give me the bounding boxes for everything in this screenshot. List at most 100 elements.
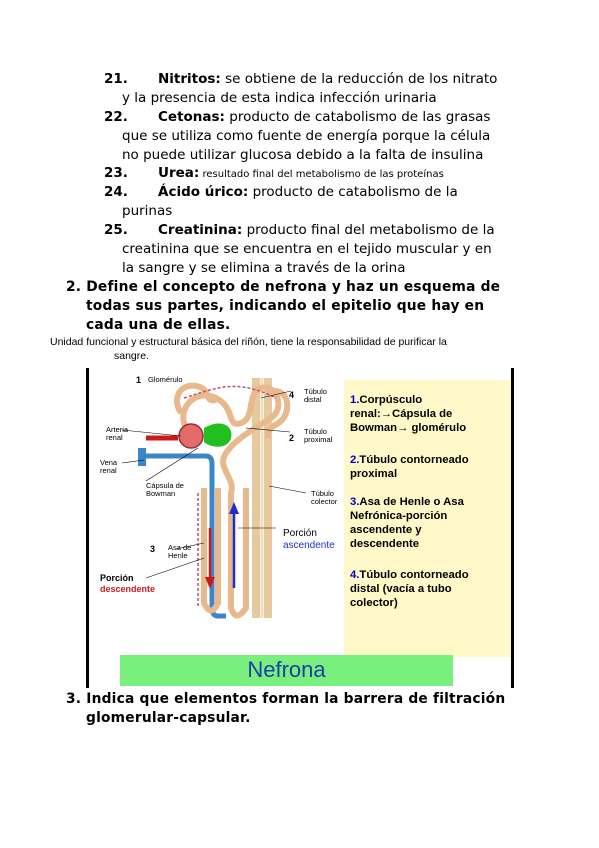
figure-label-num-4: 4 xyxy=(289,390,295,400)
legend-line: Asa de Henle o Asa xyxy=(359,496,464,508)
item-text: se obtiene de la reducción de los nitrat… xyxy=(220,71,498,87)
figure-label-arteria-renal: Arteria renal xyxy=(106,426,128,442)
item-term: Ácido úrico: xyxy=(158,184,249,200)
label-line: colector xyxy=(311,497,338,506)
label-line: Túbulo xyxy=(304,427,327,436)
item-term: Urea: xyxy=(158,165,200,181)
question-2-line2: todas sus partes, indicando el epitelio … xyxy=(86,298,485,314)
item-text-cont: creatinina que se encuentra en el tejido… xyxy=(122,241,492,257)
legend-line: distal (vacía a tubo xyxy=(350,583,452,595)
figure-label-porcion-ascendente: Porción ascendente xyxy=(283,528,335,552)
label-line: Túbulo xyxy=(304,387,327,396)
label-line: Porción xyxy=(100,573,134,583)
legend-line: proximal xyxy=(350,468,398,480)
item-number: 24. xyxy=(104,184,128,200)
answer-2: Unidad funcional y estructural básica de… xyxy=(50,335,520,363)
legend-number: 4. xyxy=(350,569,360,581)
nephron-illustration xyxy=(121,378,307,619)
legend-line: Nefrónica-porción xyxy=(350,510,448,522)
answer-2-line2: sangre. xyxy=(114,350,150,362)
label-line: proximal xyxy=(304,435,333,444)
label-line: Arteria xyxy=(106,425,129,434)
question-2-line3: cada una de ellas. xyxy=(86,317,231,333)
proximal-tubule-shape xyxy=(180,384,282,619)
question-3: 3. Indica que elementos forman la barrer… xyxy=(50,690,520,728)
item-number: 25. xyxy=(104,222,128,238)
item-term: Nitritos: xyxy=(158,71,221,87)
label-line: distal xyxy=(304,395,322,404)
renal-vein-shape xyxy=(144,453,226,619)
item-text: resultado final del metabolismo de las p… xyxy=(199,169,444,180)
label-line: Porción xyxy=(283,528,317,539)
item-text-cont: que se utiliza como fuente de energía po… xyxy=(122,128,491,144)
legend-item-3: 3.Asa de Henle o Asa Nefrónica-porción a… xyxy=(350,495,464,551)
figure-label-tubulo-colector: Túbulo colector xyxy=(311,490,337,506)
figure-label-num-1: 1 xyxy=(136,375,142,385)
label-line: Vena xyxy=(100,458,118,467)
question-2: 2. Define el concepto de nefrona y haz u… xyxy=(50,278,520,335)
legend-number: 3. xyxy=(350,496,360,508)
figure-label-vena-renal: Vena renal xyxy=(100,459,117,475)
label-line: Asa de xyxy=(168,543,192,552)
figure-label-tubulo-proximal: Túbulo proximal xyxy=(304,428,332,444)
label-line: Bowman xyxy=(146,489,176,498)
label-line: ascendente xyxy=(283,540,335,551)
question-2-line1: 2. Define el concepto de nefrona y haz u… xyxy=(66,279,501,295)
figure-label-capsula-bowman: Cápsula de Bowman xyxy=(146,482,184,498)
list-item-23: 23. Urea: resultado final del metabolismo… xyxy=(104,164,524,184)
legend-line: Corpúsculo xyxy=(359,394,423,406)
item-term: Cetonas: xyxy=(158,109,225,125)
list-item-22: 22. Cetonas: producto de catabolismo de l… xyxy=(104,108,524,165)
label-line: renal xyxy=(100,466,117,475)
item-text-cont: y la presencia de esta indica infección … xyxy=(122,90,437,106)
figure-label-num-2: 2 xyxy=(289,433,295,443)
item-text: producto final del metabolismo de la xyxy=(242,222,495,238)
figure-label-asa-henle: Asa de Henle xyxy=(168,544,191,560)
figure-label-tubulo-distal: Túbulo distal xyxy=(304,388,327,404)
item-number: 23. xyxy=(104,165,128,181)
item-number: 21. xyxy=(104,71,128,87)
figure-caption: Nefrona xyxy=(247,657,326,682)
item-text: producto de catabolismo de la xyxy=(248,184,458,200)
bowman-capsule-shape xyxy=(204,423,232,447)
figure-legend: 1.Corpúsculo renal:→Cápsula de Bowman→ g… xyxy=(344,380,511,657)
label-line: Henle xyxy=(168,551,188,560)
list-item-25: 25. Creatinina: producto final del metabo… xyxy=(104,221,524,278)
legend-number: 1. xyxy=(350,394,360,406)
question-3-line1: 3. Indica que elementos forman la barrer… xyxy=(66,691,506,707)
legend-line: renal:→Cápsula de xyxy=(350,408,453,420)
legend-item-4: 4.Túbulo contorneado distal (vacía a tub… xyxy=(350,568,469,610)
question-3-line2: glomerular-capsular. xyxy=(86,710,251,726)
legend-line: Túbulo contorneado xyxy=(359,454,469,466)
loop-of-henle-shape xyxy=(201,488,221,614)
nephron-figure: 1 Glomérulo 4 Túbulo distal Arteria rena… xyxy=(86,368,514,688)
legend-line: ascendente y xyxy=(350,524,422,536)
item-number: 22. xyxy=(104,109,128,125)
figure-label-porcion-descendente: Porción descendente xyxy=(100,573,155,595)
figure-label-num-3: 3 xyxy=(150,544,156,554)
legend-item-2: 2.Túbulo contorneado proximal xyxy=(350,453,469,481)
item-text-cont: la sangre y se elimina a través de la or… xyxy=(122,260,406,276)
figure-caption-bar: Nefrona xyxy=(120,655,453,686)
legend-item-1: 1.Corpúsculo renal:→Cápsula de Bowman→ g… xyxy=(350,393,466,435)
legend-line: colector) xyxy=(350,597,398,609)
label-line: renal xyxy=(106,433,123,442)
item-text: producto de catabolismo de las grasas xyxy=(224,109,491,125)
legend-line: descendente xyxy=(350,538,420,550)
item-text-cont: no puede utilizar glucosa debido a la fa… xyxy=(122,147,484,163)
figure-border-left xyxy=(86,368,89,688)
label-line: descendente xyxy=(100,584,156,594)
figure-border-right xyxy=(511,368,514,688)
legend-number: 2. xyxy=(350,454,360,466)
item-term: Creatinina: xyxy=(158,222,243,238)
answer-2-line1: Unidad funcional y estructural básica de… xyxy=(50,336,447,348)
legend-line: Túbulo contorneado xyxy=(359,569,469,581)
list-item-21: 21. Nitritos: se obtiene de la reducción … xyxy=(104,70,524,108)
legend-line: Bowman→ glomérulo xyxy=(350,422,467,434)
label-line: Túbulo xyxy=(311,489,334,498)
label-line: Cápsula de xyxy=(146,481,184,490)
glomerulus-shape xyxy=(178,423,204,449)
list-item-24: 24. Ácido úrico: producto de catabolismo … xyxy=(104,183,524,221)
item-text-cont: purinas xyxy=(122,203,173,219)
figure-label-glomerulo: Glomérulo xyxy=(148,375,183,384)
